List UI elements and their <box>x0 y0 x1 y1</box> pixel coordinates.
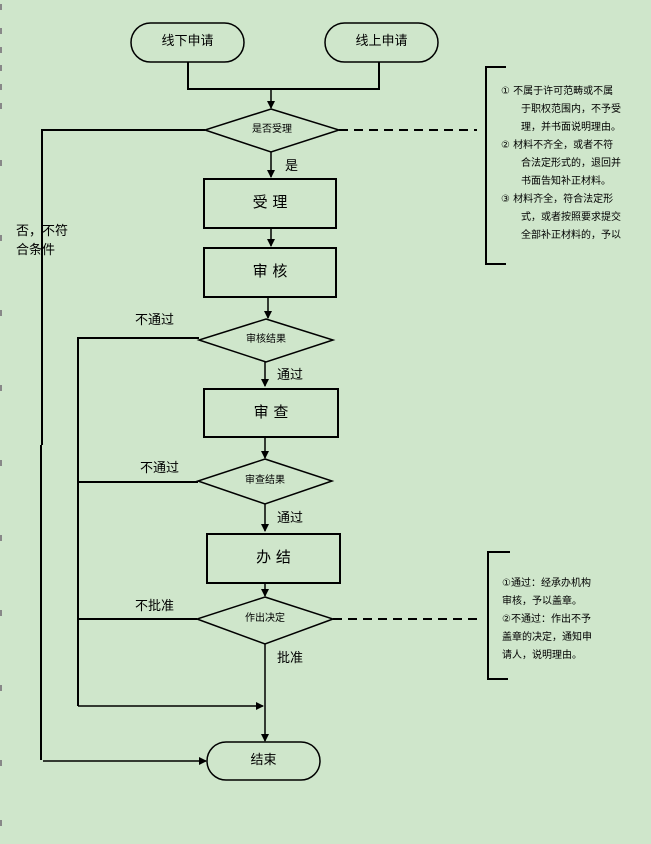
note-text: 式，或者按照要求提交 <box>521 212 621 223</box>
note-accept-item-1: ① 不属于许可范畴或不属 <box>501 83 621 101</box>
edge-label-yes: 是 <box>285 159 299 174</box>
edge-label-approve: 批准 <box>277 651 304 666</box>
note-text: 全部补正材料的，予以 <box>521 230 621 241</box>
note-text: 材料不齐全，或者不符 <box>513 140 614 151</box>
start-node-online-label: 线上申请 <box>355 34 408 49</box>
connector-offline <box>187 62 380 90</box>
edge-label-not-meet-2: 合条件 <box>16 243 56 258</box>
note-text: 书面告知补正材料。 <box>521 176 611 187</box>
process-review <box>203 247 337 298</box>
note-text: 于职权范围内，不予受 <box>521 104 621 115</box>
note-accept-item-3: ③ 材料齐全，符合法定形 <box>501 191 621 209</box>
note-text: ①通过：经承办机构 <box>502 578 591 589</box>
process-check <box>203 388 339 438</box>
note-bracket-decision <box>487 551 510 680</box>
connector-review-fail <box>77 337 199 706</box>
decision-check-result-label: 审查结果 <box>245 475 285 486</box>
process-finish <box>206 533 341 584</box>
edge-label-reject: 不批准 <box>135 599 175 614</box>
note-text: 理，并书面说明理由。 <box>521 122 621 133</box>
note-decision: ①通过：经承办机构 审核，予以盖章。 ②不通过：作出不予 盖章的决定，通知申 请… <box>502 575 592 665</box>
marker-2: ② <box>501 140 510 151</box>
decision-review-result-label: 审核结果 <box>246 334 286 345</box>
edge-label-check-pass: 通过 <box>277 511 304 526</box>
decision-decide-label: 作出决定 <box>245 613 285 624</box>
edge-label-review-fail: 不通过 <box>135 313 175 328</box>
decision-review-result <box>196 318 336 363</box>
decision-accept-label: 是否受理 <box>252 124 292 135</box>
note-text: 盖章的决定，通知申 <box>502 632 592 643</box>
note-accept-item-2: ② 材料不齐全，或者不符 <box>501 137 621 155</box>
note-text: 材料齐全，符合法定形 <box>513 194 614 205</box>
process-accept <box>203 178 337 229</box>
note-text: 不属于许可范畴或不属 <box>513 86 614 97</box>
end-node-label: 结束 <box>250 753 277 768</box>
edge-label-review-pass: 通过 <box>277 368 304 383</box>
note-text: 请人，说明理由。 <box>502 650 582 661</box>
edge-label-not-meet-1: 否，不符 <box>16 224 69 239</box>
note-text: 审核，予以盖章。 <box>502 596 582 607</box>
connector-not-accepted <box>41 129 205 445</box>
edge-label-check-fail: 不通过 <box>140 461 180 476</box>
process-check-label: 审 查 <box>253 403 289 421</box>
note-bracket-accept <box>485 66 506 265</box>
start-node-offline-label: 线下申请 <box>161 34 214 49</box>
process-accept-label: 受 理 <box>252 193 288 211</box>
marker-1: ① <box>501 86 510 97</box>
marker-3: ③ <box>501 194 510 205</box>
start-node-online <box>324 22 439 63</box>
end-node <box>206 741 321 781</box>
process-review-label: 审 核 <box>252 262 288 280</box>
process-finish-label: 办 结 <box>256 548 291 566</box>
note-accept: ① 不属于许可范畴或不属 于职权范围内，不予受 理，并书面说明理由。 ② 材料不… <box>501 83 621 245</box>
note-text: ②不通过：作出不予 <box>502 614 591 625</box>
note-text: 合法定形式的，退回并 <box>521 158 621 169</box>
